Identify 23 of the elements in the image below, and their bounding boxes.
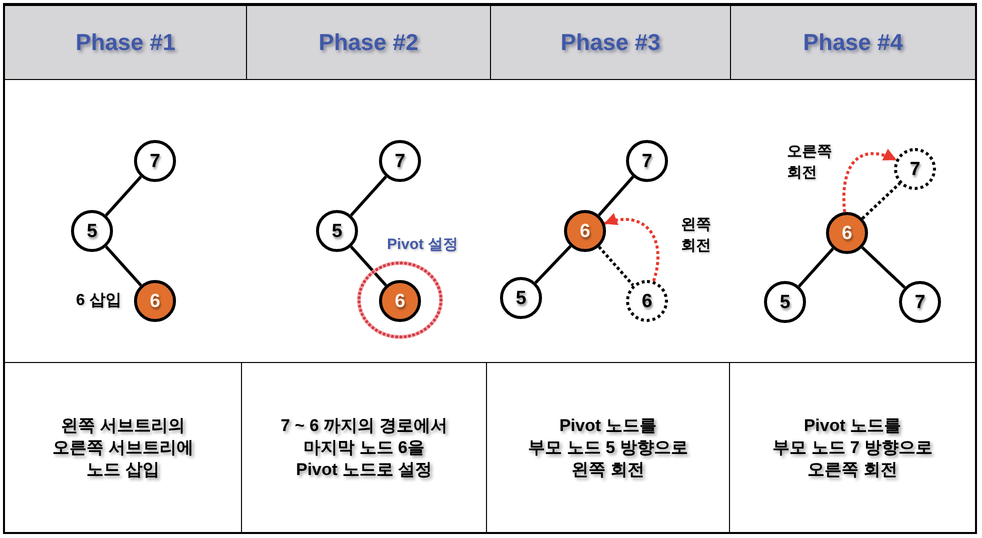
tree-edge — [104, 246, 142, 286]
step-description: 왼쪽 서브트리의 오른쪽 서브트리에 노드 삽입 — [52, 414, 194, 480]
phase-heading: Phase #1 — [76, 28, 176, 58]
node-caption: 6 삽입 — [76, 291, 122, 311]
tree-edge — [350, 176, 388, 216]
step-description: Pivot 노드를 부모 노드 5 방향으로 왼쪽 회전 — [528, 414, 688, 480]
step-description: 7 ~ 6 까지의 경로에서 마지막 노드 6을 Pivot 노드로 설정 — [280, 414, 448, 480]
node-caption: Pivot 설정 — [387, 235, 458, 255]
tree-edge — [798, 248, 834, 288]
step-description: Pivot 노드를 부모 노드 7 방향으로 오른쪽 회전 — [772, 414, 932, 480]
phase-heading: Phase #3 — [560, 28, 660, 58]
tree-edge — [104, 176, 142, 216]
dotted-edge — [861, 182, 901, 220]
tree-edge — [350, 246, 388, 286]
edge-label: 왼쪽 회전 — [681, 215, 711, 256]
tree-edge — [598, 176, 634, 216]
tree-edge — [861, 246, 906, 289]
edge-label: 오른쪽 회전 — [787, 142, 832, 183]
highlight-ring — [357, 261, 443, 339]
phase-heading: Phase #2 — [318, 28, 418, 58]
tree-edge — [534, 245, 572, 284]
dotted-edge — [598, 246, 634, 286]
phase-heading: Phase #4 — [803, 28, 903, 58]
